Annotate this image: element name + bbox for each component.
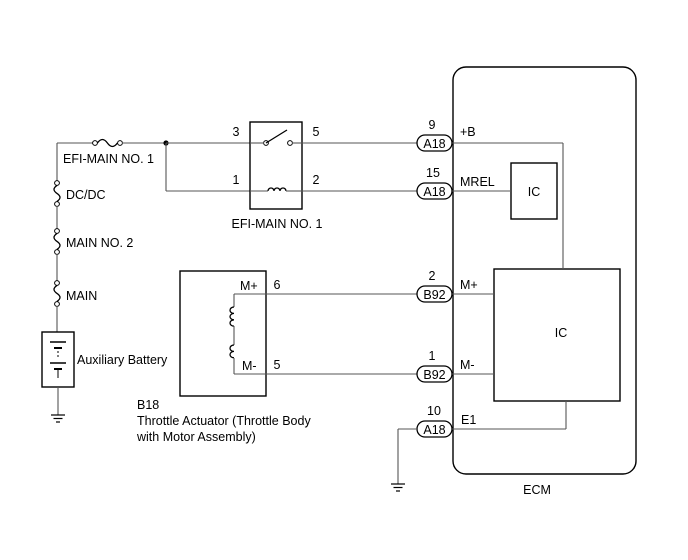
connector-b92-pin2-num: 2 — [429, 269, 436, 283]
actuator-code: B18 — [137, 398, 159, 412]
fuse-main-no2 — [53, 228, 61, 255]
relay-label: EFI-MAIN NO. 1 — [232, 217, 323, 231]
actuator-num-5: 5 — [274, 358, 281, 372]
relay-pin-5: 5 — [313, 125, 320, 139]
fuse-dc-dc — [53, 180, 61, 207]
connector-a18-pin10-num: 10 — [427, 404, 441, 418]
motor-coil-icon — [229, 293, 266, 375]
ground-icon-ecm — [391, 483, 405, 492]
relay-coil-icon — [250, 187, 302, 192]
signal-mplus: M+ — [460, 278, 478, 292]
battery-box — [41, 331, 75, 388]
actuator-pin-mminus: M- — [242, 359, 257, 373]
relay-pin-3: 3 — [233, 125, 240, 139]
actuator-name-line2: with Motor Assembly) — [136, 430, 256, 444]
connector-b92-pin1-num: 1 — [429, 349, 436, 363]
signal-mrel: MREL — [460, 175, 495, 189]
connector-a18-pin15-code: A18 — [423, 185, 445, 199]
connector-b92-pin1-code: B92 — [423, 368, 445, 382]
relay-box — [249, 121, 303, 210]
relay-pin-2: 2 — [313, 173, 320, 187]
actuator-num-6: 6 — [274, 278, 281, 292]
ground-icon-battery — [51, 414, 65, 423]
battery-label: Auxiliary Battery — [77, 353, 168, 367]
relay-switch-icon — [250, 129, 302, 146]
actuator-pin-mplus: M+ — [240, 279, 258, 293]
fuse-main-label: MAIN — [66, 289, 97, 303]
connector-a18-pin15-num: 15 — [426, 166, 440, 180]
signal-mminus: M- — [460, 358, 475, 372]
connector-b92-pin2-code: B92 — [423, 288, 445, 302]
fuse-dc-dc-label: DC/DC — [66, 188, 106, 202]
fuse-efi-main-no1-label: EFI-MAIN NO. 1 — [63, 152, 154, 166]
connector-a18-pin10-code: A18 — [423, 423, 445, 437]
fuse-main — [53, 280, 61, 307]
relay-pin-1: 1 — [233, 173, 240, 187]
ic-small-box — [510, 162, 558, 220]
connector-a18-pin9-code: A18 — [423, 137, 445, 151]
actuator-box — [179, 270, 267, 397]
ic-small-label: IC — [528, 185, 541, 199]
ecm-label: ECM — [523, 483, 551, 497]
ic-large-label: IC — [555, 326, 568, 340]
ic-large-box — [493, 268, 621, 402]
fuse-efi-main-no1 — [92, 138, 123, 148]
battery-symbol — [50, 341, 66, 378]
connector-a18-pin9-num: 9 — [429, 118, 436, 132]
signal-e1: E1 — [461, 413, 476, 427]
fuse-main-no2-label: MAIN NO. 2 — [66, 236, 133, 250]
actuator-name-line1: Throttle Actuator (Throttle Body — [137, 414, 311, 428]
signal-plusb: +B — [460, 125, 476, 139]
